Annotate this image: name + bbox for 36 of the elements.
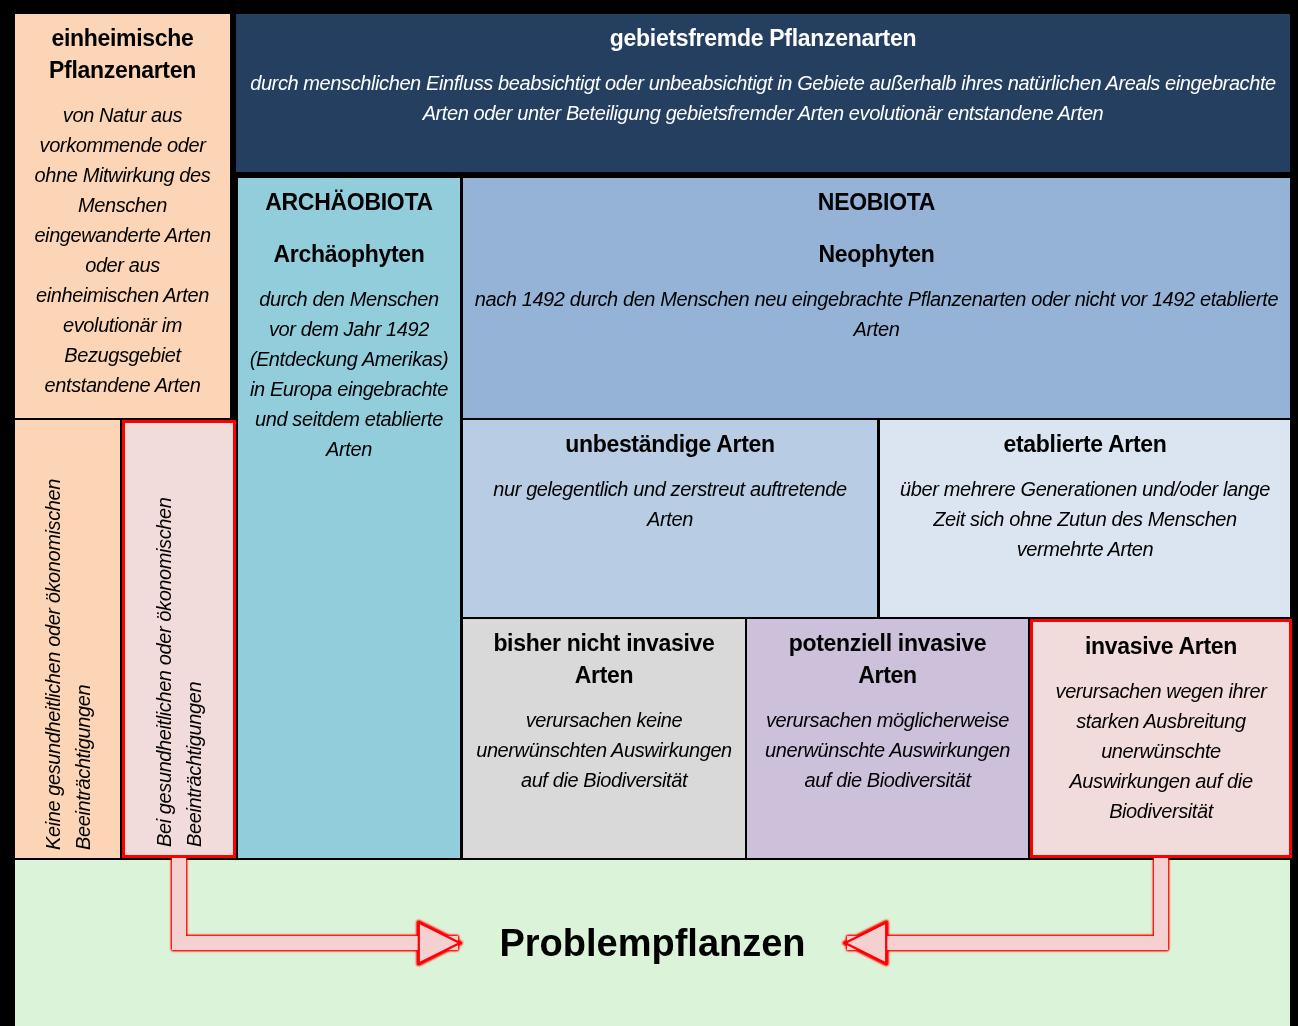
- heading: NEOBIOTA: [817, 188, 936, 217]
- category-box: [880, 420, 1290, 617]
- description: von Natur aus vorkommende oder ohne Mitwirkung des Menschen eingewanderte Arten oder aus einheimischen Arten evolutionär im Bezugsgebiet entstandene Arten: [33, 103, 212, 398]
- description: durch menschlichen Einfluss beabsichtigt oder unbeabsichtigt in Gebiete außerhalb ihres natürlichen Areals eingebrachte Arten oder unter Beteiligung gebietsfremder Arten evolutionär entstandene Arten: [249, 71, 1277, 126]
- category-box: [15, 14, 230, 418]
- category-box: [463, 178, 1290, 418]
- heading: Neophyten: [818, 240, 935, 269]
- category-box: [238, 178, 460, 858]
- heading: bisher nicht invasive Arten: [492, 629, 716, 690]
- block-arrow: [172, 858, 461, 965]
- description: nach 1492 durch den Menschen neu eingebrachte Pflanzenarten oder nicht vor 1492 etablierte Arten: [473, 287, 1280, 342]
- rotated-text: Keine gesundheitlichen oder ökonomischen Beeinträchtigungen: [40, 478, 95, 850]
- heading: etablierte Arten: [1003, 430, 1167, 459]
- rotated-text: Bei gesundheitlichen oder ökonomischen Beeinträchtigungen: [152, 496, 206, 847]
- heading-text: Problempflanzen: [500, 912, 805, 974]
- category-box: [1030, 619, 1292, 858]
- category-box: [747, 619, 1028, 858]
- category-box: [463, 619, 745, 858]
- category-box: [15, 420, 120, 858]
- heading: einheimische Pflanzenarten: [48, 24, 197, 85]
- heading: ARCHÄOBIOTA: [265, 188, 433, 217]
- description: durch den Menschen vor dem Jahr 1492 (Entdeckung Amerikas) in Europa eingebrachte und seitdem etablierte Arten: [248, 287, 450, 462]
- category-box: [236, 14, 1290, 172]
- heading: Archäophyten: [273, 240, 425, 269]
- description: über mehrere Generationen und/oder lange Zeit sich ohne Zutun des Menschen vermehrte Arten: [899, 477, 1271, 562]
- block-arrow: [844, 858, 1168, 965]
- heading: invasive Arten: [1084, 632, 1238, 661]
- category-box: [122, 420, 236, 858]
- heading: unbeständige Arten: [565, 430, 775, 459]
- description: nur gelegentlich und zerstreut auftretende Arten: [492, 477, 848, 532]
- description: verursachen möglicherweise unerwünschte Auswirkungen auf die Biodiversität: [764, 708, 1011, 793]
- description: verursachen wegen ihrer starken Ausbreitung unerwünschte Auswirkungen auf die Biodiversität: [1054, 679, 1269, 824]
- heading: gebietsfremde Pflanzenarten: [609, 24, 917, 53]
- description: verursachen keine unerwünschten Auswirkungen auf die Biodiversität: [475, 708, 733, 793]
- heading: potenziell invasive Arten: [787, 629, 988, 690]
- category-box: [463, 420, 877, 617]
